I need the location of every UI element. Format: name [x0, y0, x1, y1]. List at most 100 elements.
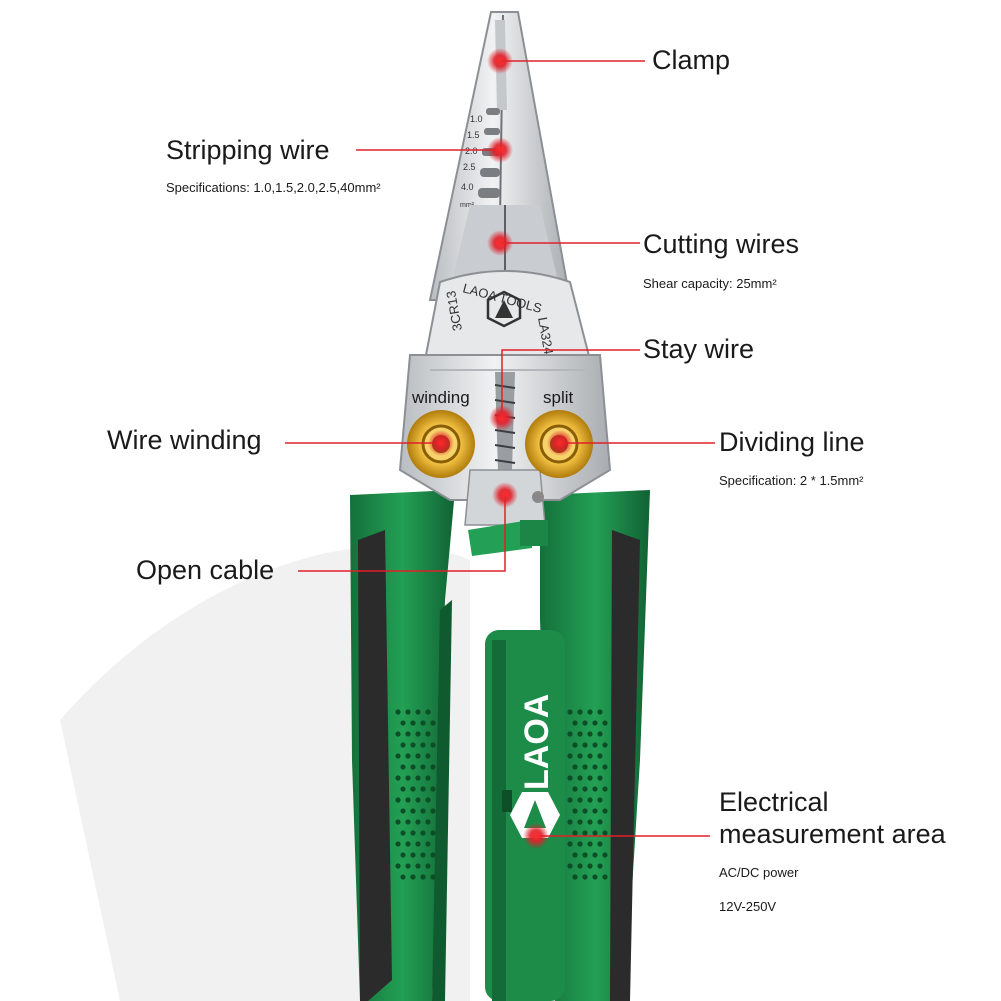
open-cable-dot: [492, 482, 518, 508]
grip-dot: [572, 852, 578, 858]
grip-dot: [597, 709, 603, 715]
grip-dot: [395, 709, 401, 715]
stripping-label: Stripping wire: [166, 135, 330, 165]
grip-dot: [572, 808, 578, 814]
grip-dot: [425, 819, 431, 825]
handle-grip-dots: [395, 709, 608, 880]
grip-dot: [395, 819, 401, 825]
grip-dot: [395, 863, 401, 869]
open-cable-leader-line: [298, 495, 506, 572]
grip-dot: [405, 841, 411, 847]
grip-dot: [395, 731, 401, 737]
dividing-line-label: Dividing line: [719, 427, 865, 457]
grip-dot: [425, 753, 431, 759]
grip-dot: [597, 775, 603, 781]
grip-dot: [410, 874, 416, 880]
grip-dot: [572, 830, 578, 836]
grip-dot: [577, 797, 583, 803]
grip-dot: [602, 830, 608, 836]
grip-dot: [430, 742, 436, 748]
grip-dot: [420, 874, 426, 880]
grip-dot: [415, 709, 421, 715]
electrical-spec-voltage: 12V-250V: [719, 899, 777, 914]
open-cable-label: Open cable: [136, 555, 275, 585]
grip-dot: [592, 742, 598, 748]
grip-dot: [425, 863, 431, 869]
grip-dot: [410, 830, 416, 836]
grip-dot: [400, 720, 406, 726]
grip-dot: [602, 742, 608, 748]
grip-dot: [405, 731, 411, 737]
grip-dot: [592, 830, 598, 836]
grip-dot: [602, 764, 608, 770]
grip-dot: [587, 819, 593, 825]
grip-dot: [602, 720, 608, 726]
grip-dot: [430, 808, 436, 814]
grip-dot: [572, 720, 578, 726]
grip-dot: [602, 808, 608, 814]
grip-dot: [400, 764, 406, 770]
grip-dot: [430, 786, 436, 792]
grip-dot: [420, 720, 426, 726]
grip-dot: [420, 808, 426, 814]
gauge-mark: 1.5: [467, 130, 480, 140]
grip-dot: [415, 775, 421, 781]
grip-dot: [425, 709, 431, 715]
grip-dot: [410, 764, 416, 770]
grip-dot: [415, 797, 421, 803]
grip-dot: [425, 797, 431, 803]
grip-dot: [425, 775, 431, 781]
grip-dot: [577, 819, 583, 825]
grip-dot: [415, 731, 421, 737]
grip-dot: [587, 863, 593, 869]
grip-dot: [577, 775, 583, 781]
grip-dot: [582, 786, 588, 792]
wire-winding-label: Wire winding: [107, 425, 262, 455]
grip-dot: [405, 709, 411, 715]
stripping-dot: [487, 137, 513, 163]
gauge-mark: 2.5: [463, 162, 476, 172]
grip-dot: [582, 830, 588, 836]
grip-dot: [410, 742, 416, 748]
electrical-label-line1: Electrical: [719, 787, 829, 817]
stay-dot: [489, 405, 515, 431]
cutting-spec: Shear capacity: 25mm²: [643, 276, 777, 291]
pliers-head: 1.0 1.5 2.0 2.5 4.0 mm² LAOA TOOLS LA324…: [398, 11, 612, 556]
grip-dot: [587, 775, 593, 781]
grip-dot: [577, 709, 583, 715]
grip-dot: [597, 863, 603, 869]
grip-dot: [420, 852, 426, 858]
grip-dot: [400, 808, 406, 814]
grip-dot: [420, 786, 426, 792]
winding-dot: [428, 430, 454, 456]
grip-dot: [567, 863, 573, 869]
grip-dot: [395, 797, 401, 803]
grip-dot: [567, 797, 573, 803]
grip-dot: [410, 720, 416, 726]
callout-dots: [428, 48, 573, 849]
grip-dot: [405, 775, 411, 781]
steel-grade-text: 3CR13: [443, 290, 465, 332]
grip-dot: [597, 753, 603, 759]
grip-dot: [572, 764, 578, 770]
grip-dot: [420, 830, 426, 836]
electrical-dot: [523, 823, 549, 849]
grip-dot: [587, 753, 593, 759]
grip-dot: [582, 852, 588, 858]
grip-dot: [405, 753, 411, 759]
gauge-mark: 4.0: [461, 182, 474, 192]
grip-dot: [430, 764, 436, 770]
grip-dot: [587, 709, 593, 715]
grip-dot: [415, 819, 421, 825]
grip-dot: [582, 874, 588, 880]
grip-dot: [577, 841, 583, 847]
dividing-dot: [547, 430, 573, 456]
grip-dot: [400, 830, 406, 836]
gauge-marks: 1.0 1.5 2.0 2.5 4.0 mm²: [460, 114, 483, 209]
stay-leader-line: [501, 349, 640, 418]
grip-dot: [597, 731, 603, 737]
stripping-spec: Specifications: 1.0,1.5,2.0,2.5,40mm²: [166, 180, 381, 195]
grip-dot: [572, 786, 578, 792]
grip-dot: [395, 753, 401, 759]
grip-dot: [567, 753, 573, 759]
